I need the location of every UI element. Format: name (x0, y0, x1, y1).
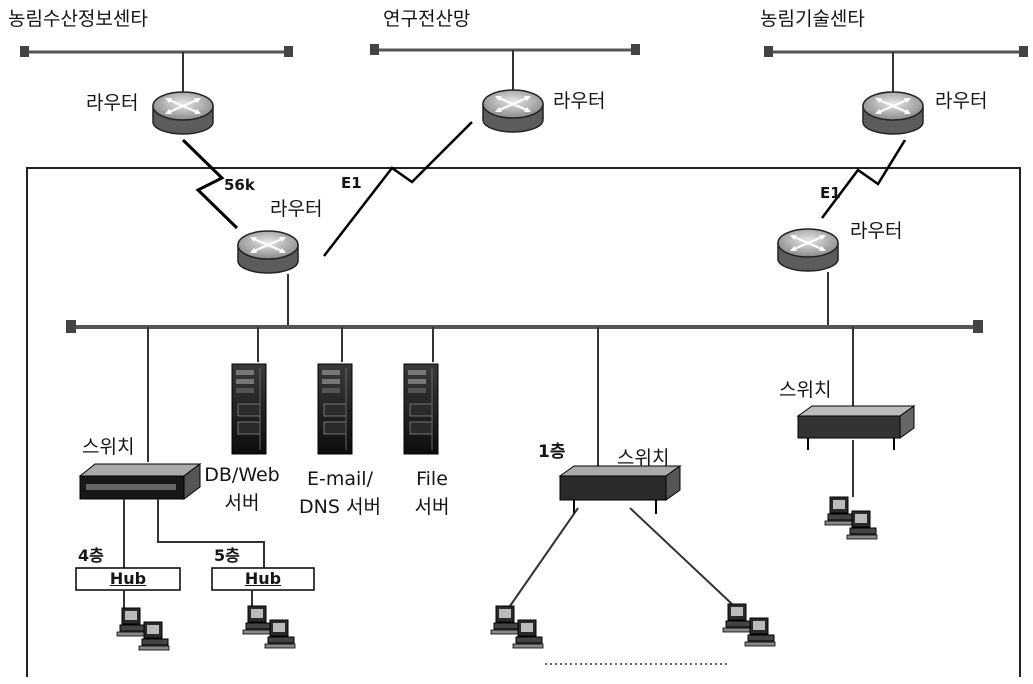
router-icon (238, 231, 298, 273)
floor-label: 5층 (214, 548, 240, 564)
bus-left-site (20, 46, 293, 57)
hub-label: Hub (110, 571, 146, 587)
router-label: 라우터 (935, 92, 987, 111)
router-label: 라우터 (270, 200, 322, 219)
router-icon (153, 92, 213, 134)
router-icon (483, 90, 543, 132)
router-label: 라우터 (553, 92, 605, 111)
hub-label: Hub (245, 571, 281, 587)
file-server-icon (404, 364, 438, 454)
server-label-mail-sub: DNS 서버 (299, 498, 381, 517)
server-label-db-web: DB/Web (204, 466, 280, 485)
router-label: 라우터 (850, 222, 902, 241)
site-label-middle: 연구전산망 (383, 10, 470, 29)
router-icon (778, 229, 838, 271)
workstations-icon (723, 604, 775, 646)
router-label: 라우터 (86, 94, 138, 113)
switch-label: 스위치 (617, 449, 669, 468)
workstations-icon (491, 606, 543, 648)
link-speed-56k: 56k (224, 178, 255, 193)
switch-pc-link (510, 508, 578, 606)
switch-label: 스위치 (779, 381, 831, 400)
switch-label: 스위치 (82, 438, 134, 457)
link-speed-e1: E1 (341, 176, 362, 191)
server-label-mail: E-mail/ (307, 470, 373, 489)
switch-icon (560, 466, 680, 514)
mail-dns-server-icon (318, 364, 352, 454)
workstations-icon (825, 497, 877, 539)
db-web-server-icon (232, 364, 266, 454)
floor-label: 4층 (78, 548, 104, 564)
switch-pc-link (630, 508, 732, 604)
workstations-icon (117, 608, 169, 650)
floor-label: 1층 (538, 444, 565, 461)
bus-middle-site (370, 44, 640, 55)
switch-icon (80, 464, 200, 499)
server-label-db-web-sub: 서버 (225, 494, 260, 513)
switch-icon (798, 406, 914, 450)
link-speed-e1: E1 (820, 186, 841, 201)
backbone-bus (66, 320, 983, 333)
site-label-right: 농림기술센타 (760, 10, 865, 29)
server-label-file: File (416, 470, 448, 489)
wan-link-e1-tech (822, 140, 905, 218)
site-label-left: 농림수산정보센타 (8, 10, 148, 29)
bus-right-site (764, 46, 1028, 57)
workstations-icon (243, 606, 295, 648)
router-icon (863, 92, 923, 134)
server-label-file-sub: 서버 (415, 498, 450, 517)
